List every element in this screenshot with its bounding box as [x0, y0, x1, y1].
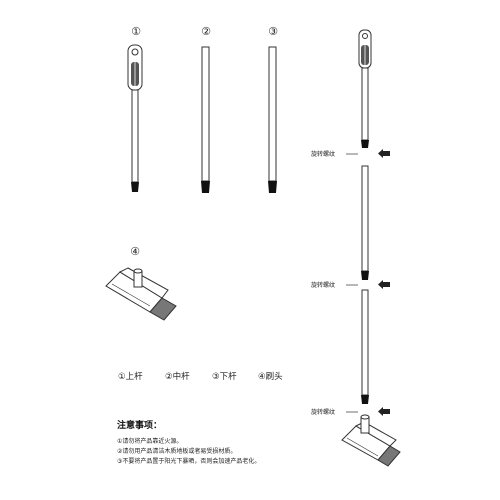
- legend-item-middle-pole: ②中杆: [165, 371, 190, 382]
- callout-label: 旋转螺纹: [311, 408, 335, 416]
- notes-title: 注意事项：: [117, 419, 162, 431]
- notes-section: 注意事项： ①请勿将产品靠近火源。 ②请勿用产品清洁木质地板或者易受损材质。 ③…: [117, 419, 260, 465]
- callout-label: 旋转螺纹: [311, 281, 335, 289]
- arrow-icon: [378, 280, 390, 289]
- legend-item-upper-pole: ①上杆: [118, 371, 143, 382]
- legend-item-brush-head: ④刷头: [258, 371, 283, 382]
- notes-line-2: ②请勿用产品清洁木质地板或者易受损材质。: [117, 447, 236, 455]
- middle-pole-illustration: ②: [201, 25, 211, 193]
- callout-3: 旋转螺纹: [311, 407, 390, 416]
- upper-pole-illustration: ①: [127, 25, 143, 192]
- callout-label: 旋转螺纹: [311, 150, 335, 158]
- notes-line-3: ③不要将产品置于阳光下暴晒，否则会加速产品老化。: [117, 457, 260, 465]
- arrow-icon: [378, 407, 390, 416]
- arrow-icon: [378, 149, 390, 158]
- callout-1: 旋转螺纹: [311, 149, 390, 158]
- part-number-3: ③: [268, 25, 278, 38]
- part-number-2: ②: [201, 25, 211, 38]
- assembled-mop-illustration: [341, 29, 401, 467]
- callout-2: 旋转螺纹: [311, 280, 390, 289]
- part-number-1: ①: [131, 25, 141, 38]
- parts-legend: ①上杆 ②中杆 ③下杆 ④刷头: [118, 371, 283, 382]
- brush-head-illustration: ④: [105, 245, 177, 321]
- notes-line-1: ①请勿将产品靠近火源。: [117, 437, 182, 445]
- lower-pole-illustration: ③: [268, 25, 278, 193]
- legend-item-lower-pole: ③下杆: [212, 371, 237, 382]
- part-number-4: ④: [130, 245, 140, 258]
